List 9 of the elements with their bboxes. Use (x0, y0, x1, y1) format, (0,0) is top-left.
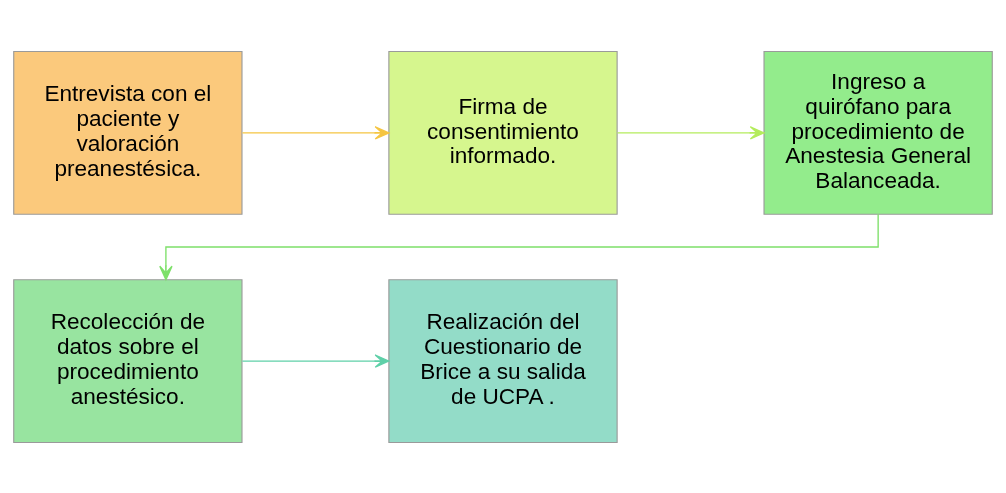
node-box: Realización del Cuestionario de Brice a su salida de UCPA . (388, 278, 618, 443)
arrow (159, 213, 879, 280)
arrow (241, 125, 390, 140)
node-box: Entrevista con el paciente y valoración preanestésica. (13, 50, 243, 215)
node-box: Recolección de datos sobre el procedimiento anestésico. (13, 278, 243, 443)
arrow (616, 125, 765, 140)
arrow (241, 353, 390, 368)
node-box: Firma de consentimiento informado. (388, 50, 618, 215)
node-box: Ingreso a quirófano para procedimiento de Anestesia General Balanceada. (763, 50, 993, 215)
